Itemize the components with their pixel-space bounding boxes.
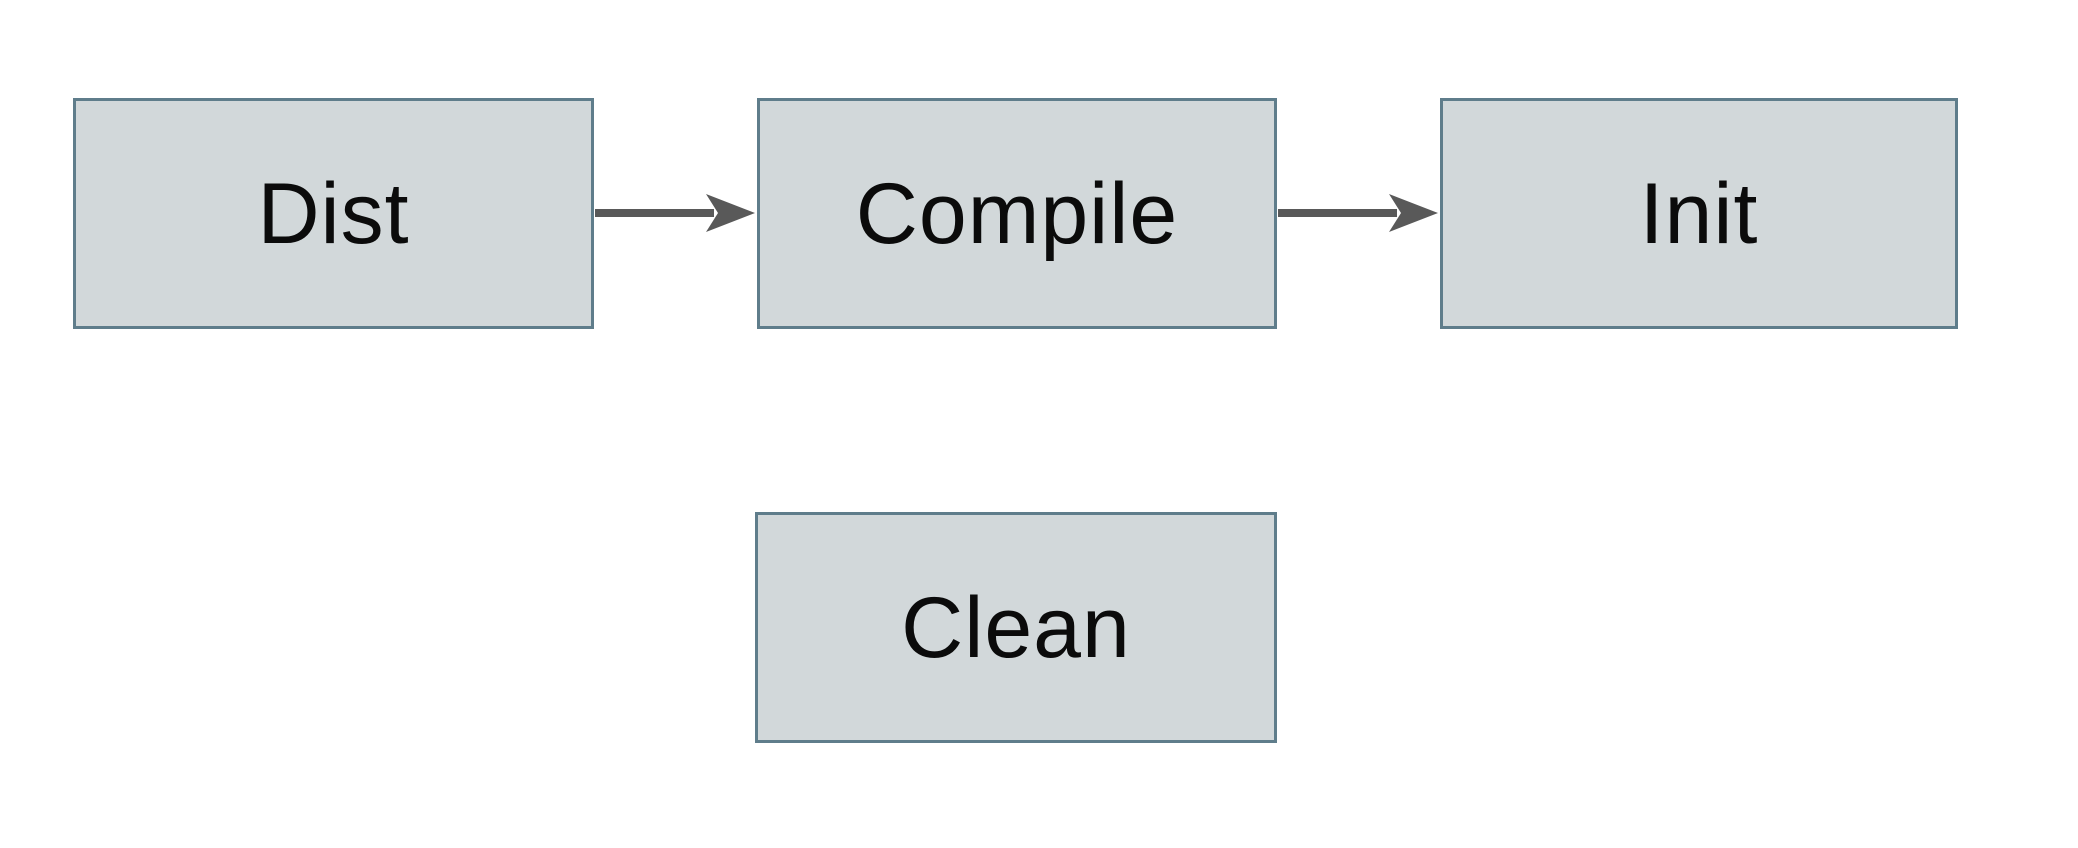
node-clean-label: Clean (901, 579, 1131, 676)
node-dist-label: Dist (257, 165, 410, 262)
node-compile-label: Compile (855, 165, 1179, 262)
node-compile[interactable]: Compile (757, 98, 1277, 329)
arrow-compile-to-init (1278, 194, 1438, 232)
arrow-dist-to-compile (595, 194, 755, 232)
node-init-label: Init (1639, 165, 1759, 262)
node-clean[interactable]: Clean (755, 512, 1277, 743)
node-init[interactable]: Init (1440, 98, 1958, 329)
node-dist[interactable]: Dist (73, 98, 594, 329)
